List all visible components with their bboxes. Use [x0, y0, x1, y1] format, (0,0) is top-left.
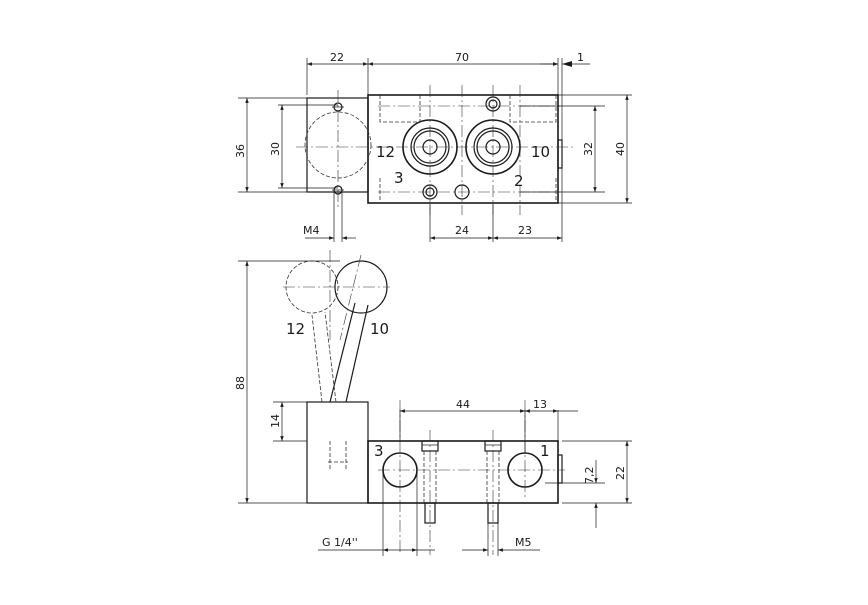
top-end-plate: [557, 139, 563, 169]
dim-side-88: 88: [234, 376, 247, 390]
dim-top-m4: M4: [303, 224, 320, 237]
top-port-12-label: 12: [376, 143, 395, 161]
port-10-fitting: [465, 119, 521, 175]
top-actuator-block: [306, 97, 369, 193]
top-port-10-label: 10: [531, 143, 550, 161]
side-view: 12 10 3 1 88 14: [234, 250, 632, 556]
dim-top-32: 32: [582, 142, 595, 156]
lever-label-12: 12: [286, 320, 305, 338]
dim-top-23: 23: [518, 224, 532, 237]
dim-side-13: 13: [533, 398, 547, 411]
dim-side-g14: G 1/4'': [322, 536, 358, 549]
top-port-3-label: 3: [394, 169, 404, 187]
side-valve-body: [367, 440, 559, 504]
top-port-2-label: 2: [514, 172, 524, 190]
side-port-1-label: 1: [540, 442, 550, 460]
top-view: 12 10 3 2 22 70 1 36 30 32 40: [234, 51, 632, 242]
lever-label-10: 10: [370, 320, 389, 338]
dim-top-40: 40: [614, 142, 627, 156]
dim-side-7-2: 7,2: [583, 467, 596, 485]
dim-side-44: 44: [456, 398, 470, 411]
dim-top-1: 1: [577, 51, 584, 64]
dim-top-22: 22: [330, 51, 344, 64]
dim-side-22: 22: [614, 466, 627, 480]
dim-side-14: 14: [269, 414, 282, 428]
port-12-fitting: [402, 119, 458, 175]
dim-top-70: 70: [455, 51, 469, 64]
side-port-3-label: 3: [374, 442, 384, 460]
side-actuator-block: [306, 401, 369, 504]
dim-top-24: 24: [455, 224, 469, 237]
dim-top-30: 30: [269, 142, 282, 156]
dim-side-m5: M5: [515, 536, 532, 549]
dim-top-36: 36: [234, 144, 247, 158]
